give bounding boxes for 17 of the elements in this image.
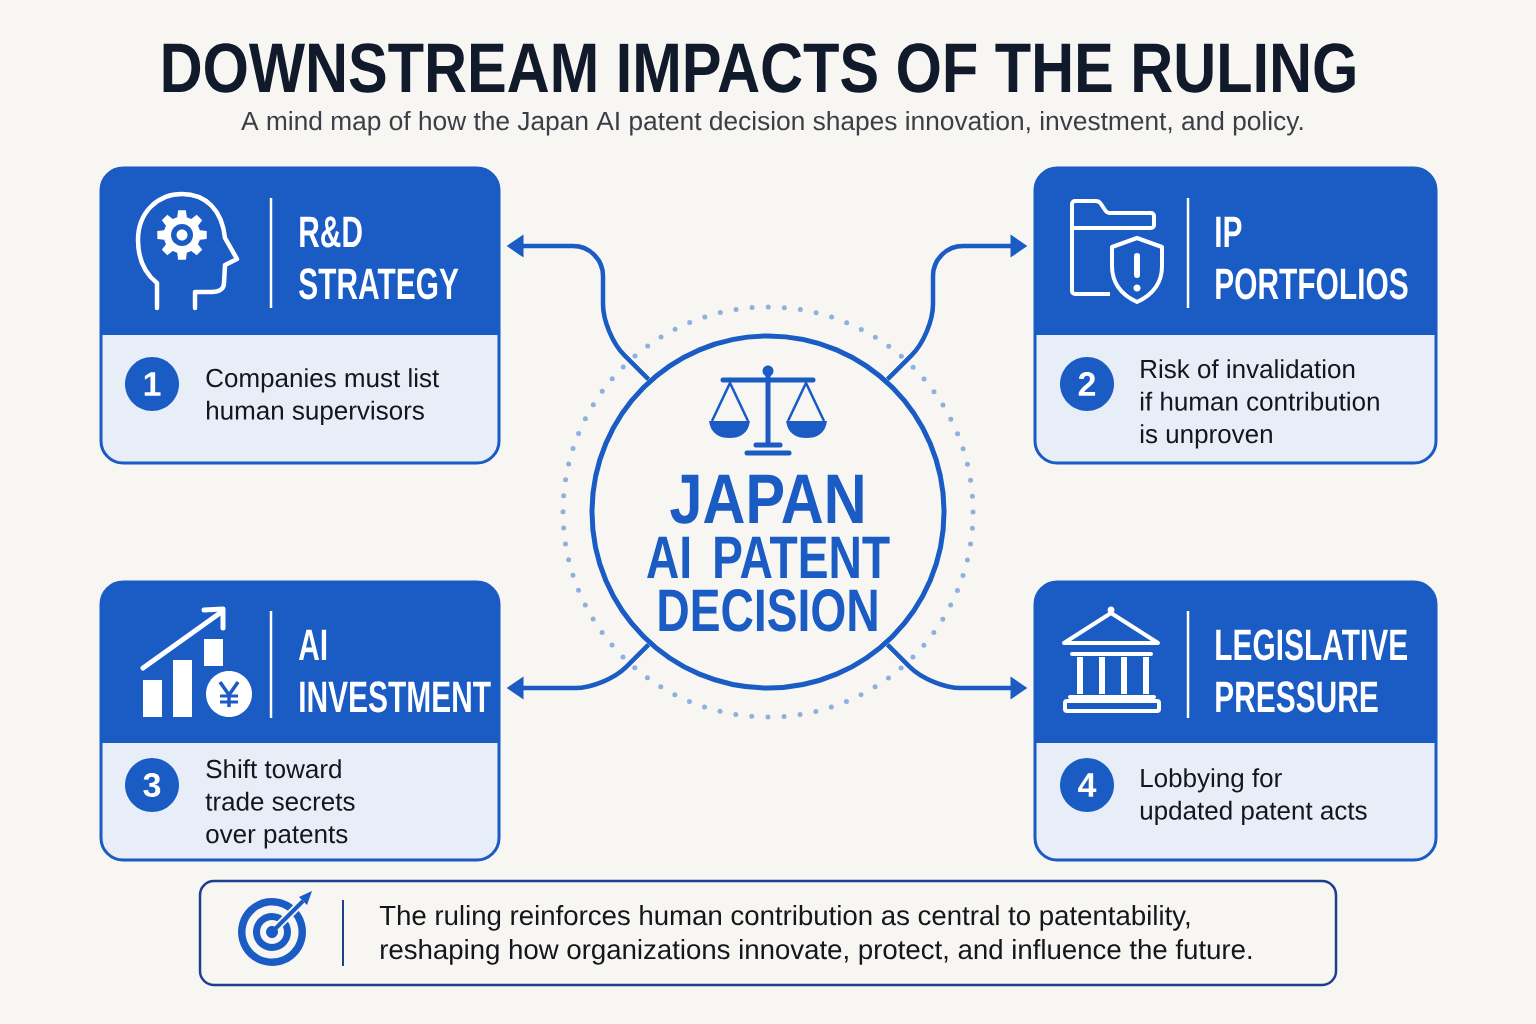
card-text: Risk of invalidation if human contribution is unproven [1140,359,1379,449]
subtitle: A mind map of how the Japan AI patent decision shapes innovation, investment, and policy. [241,110,1303,136]
card-heading: R&D STRATEGY [299,216,459,300]
number-badge: 1 [125,357,179,411]
card-heading: LEGISLATIVE PRESSURE [1216,629,1407,713]
number-badge: 3 [125,758,179,812]
number-badge: 2 [1060,357,1114,411]
circle-title: JAPAN [670,474,863,524]
circle-subtitle: AI PATENT DECISION [647,536,890,632]
card-text: Shift toward trade secrets over patents [205,759,355,849]
card-text: Companies must list human supervisors [206,368,440,425]
title: DOWNSTREAM IMPACTS OF THE RULING [163,43,1355,93]
note-text: The ruling reinforces human contribution as central to patentability, reshaping how organizations innovate, protect, and influence the future. [379,905,1252,965]
number-badge: 4 [1060,758,1114,812]
card-heading: AI INVESTMENT [298,629,491,713]
card-heading: IP PORTFOLIOS [1216,216,1408,300]
card-text: Lobbying for updated patent acts [1140,768,1367,825]
